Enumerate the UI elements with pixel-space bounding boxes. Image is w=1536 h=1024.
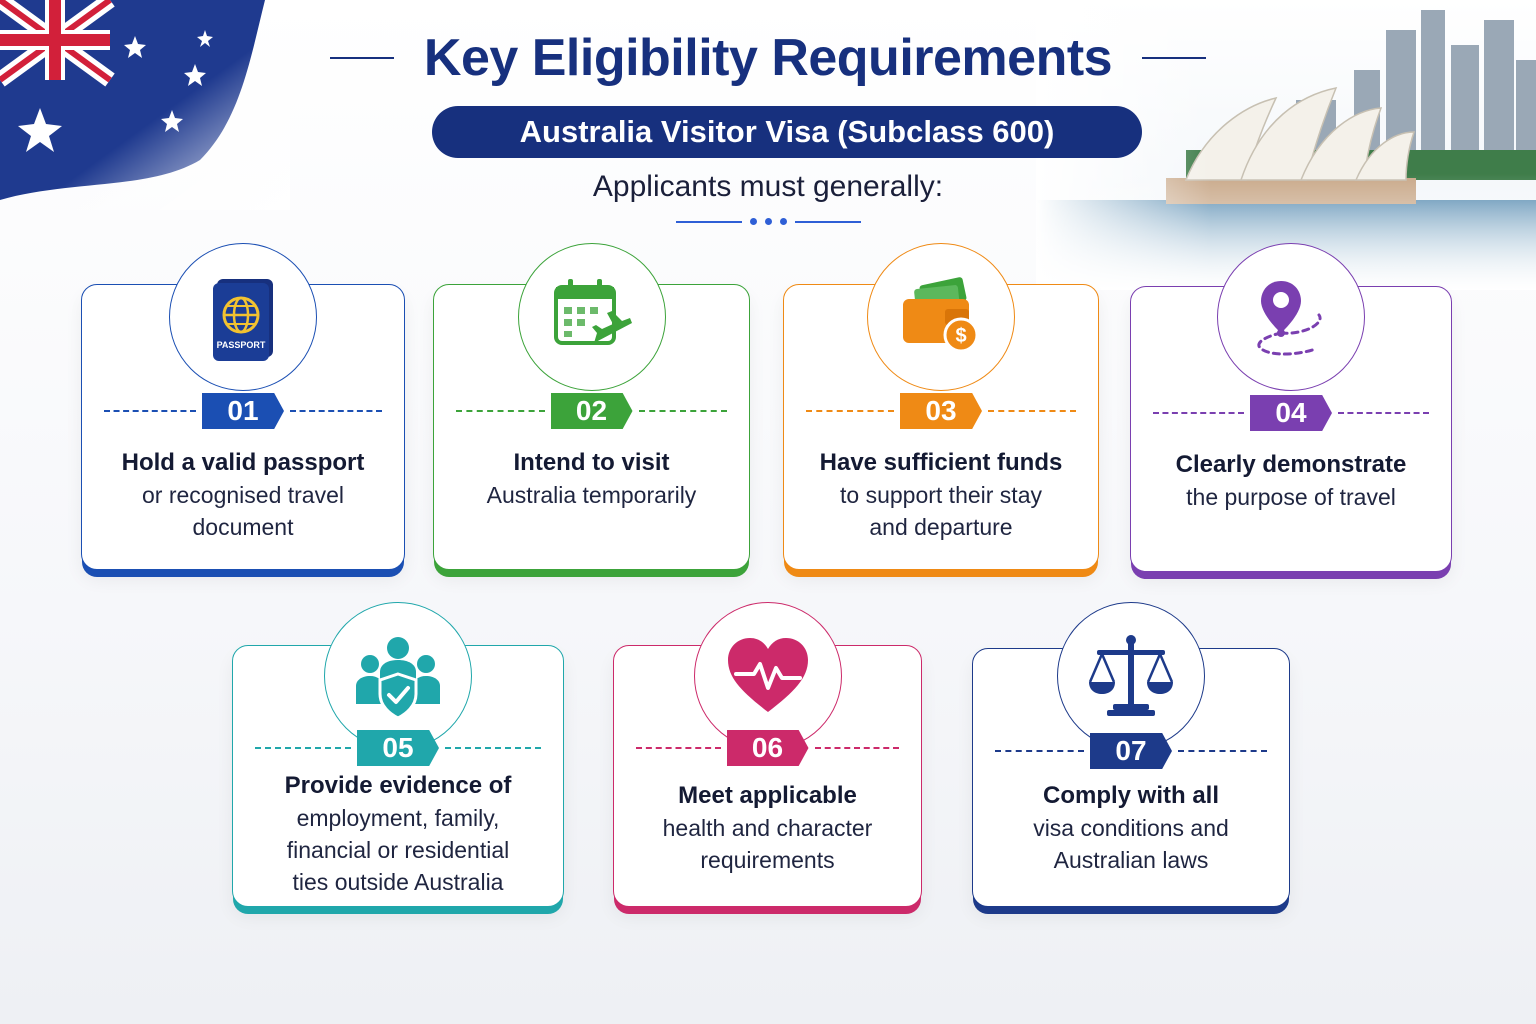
requirement-text: Clearly demonstrate the purpose of trave…: [1141, 449, 1441, 513]
wallet-money-icon: $: [903, 277, 979, 353]
wallet-money-icon-circle: $: [867, 243, 1015, 391]
requirement-body-line: requirements: [700, 847, 835, 873]
requirement-card-03: $ 03 Have sufficient funds to support th…: [783, 243, 1099, 570]
requirement-body-line: visa conditions and: [1033, 815, 1229, 841]
number-tag: 03: [900, 393, 982, 429]
passport-icon-circle: PASSPORT: [169, 243, 317, 391]
location-route-icon-circle: [1217, 243, 1365, 391]
flag-icon: [0, 0, 290, 210]
location-route-icon: [1257, 281, 1322, 356]
number-tag: 04: [1250, 395, 1332, 431]
requirement-heading: Meet applicable: [678, 782, 857, 809]
intro-divider: [0, 218, 1536, 225]
number-row: 06: [636, 730, 899, 766]
title-row: Key Eligibility Requirements: [0, 28, 1536, 88]
requirement-card-05: 05 Provide evidence of employment, famil…: [232, 602, 564, 907]
requirement-body-line: and departure: [869, 514, 1013, 540]
requirement-card-01: PASSPORT 01 Hold a valid passport or rec…: [81, 243, 405, 570]
calendar-plane-icon-circle: [517, 243, 666, 391]
requirement-body-line: employment, family,: [296, 805, 500, 831]
requirement-card-02: 02 Intend to visit Australia temporarily: [433, 243, 750, 570]
number-row: 07: [995, 733, 1267, 769]
family-shield-icon-circle: [324, 602, 472, 750]
sydney-skyline-decoration: [1036, 0, 1536, 290]
number-row: 02: [456, 393, 727, 429]
requirement-text: Comply with all visa conditions and Aust…: [983, 780, 1279, 876]
requirement-card-07: 07 Comply with all visa conditions and A…: [972, 602, 1290, 907]
requirement-text: Provide evidence of employment, family, …: [243, 770, 553, 898]
requirement-text: Hold a valid passport or recognised trav…: [92, 447, 394, 543]
number-tag: 06: [726, 730, 809, 766]
number-tag: 01: [202, 393, 284, 429]
requirement-body-line: or recognised travel: [142, 482, 344, 508]
number-row: 05: [255, 730, 541, 766]
requirement-text: Have sufficient funds to support their s…: [794, 447, 1088, 543]
requirement-body-line: Australian laws: [1053, 847, 1209, 873]
number-tag: 02: [550, 393, 633, 429]
requirement-heading: Have sufficient funds: [819, 449, 1063, 476]
requirement-card-04: 04 Clearly demonstrate the purpose of tr…: [1130, 243, 1452, 572]
requirement-body-line: Australia temporarily: [486, 482, 697, 508]
heart-pulse-icon-circle: [693, 602, 842, 750]
opera-house-icon: [1036, 0, 1536, 290]
number-row: 04: [1153, 395, 1429, 431]
calendar-plane-icon: [553, 279, 632, 345]
passport-label: PASSPORT: [217, 340, 266, 350]
requirement-body-line: health and character: [662, 815, 873, 841]
requirement-heading: Comply with all: [1042, 782, 1219, 809]
intro-text: Applicants must generally:: [592, 170, 944, 203]
number-tag: 07: [1090, 733, 1172, 769]
number-row: 03: [806, 393, 1076, 429]
requirement-heading: Intend to visit: [513, 449, 670, 476]
title-left-line: [329, 57, 394, 59]
subtitle-banner: Australia Visitor Visa (Subclass 600): [432, 106, 1142, 158]
scales-icon-circle: [1057, 602, 1205, 750]
requirement-body-line: to support their stay: [840, 482, 1042, 508]
requirement-body-line: ties outside Australia: [292, 869, 504, 895]
requirement-heading: Hold a valid passport: [121, 449, 365, 476]
number-row: 01: [104, 393, 382, 429]
svg-text:$: $: [955, 325, 966, 347]
requirement-body-line: document: [192, 514, 294, 540]
number-tag: 05: [357, 730, 439, 766]
requirement-heading: Provide evidence of: [284, 772, 512, 799]
passport-icon: PASSPORT: [213, 279, 273, 361]
family-shield-icon: [356, 637, 440, 720]
title-right-line: [1142, 57, 1207, 59]
requirement-text: Meet applicable health and character req…: [624, 780, 911, 876]
page-title: Key Eligibility Requirements: [423, 29, 1113, 87]
requirement-text: Intend to visit Australia temporarily: [444, 447, 739, 511]
heart-pulse-icon: [727, 638, 808, 712]
australian-flag-decoration: [0, 0, 290, 210]
scales-icon: [1088, 635, 1174, 716]
requirement-body-line: the purpose of travel: [1186, 484, 1396, 510]
requirement-body-line: financial or residential: [286, 837, 510, 863]
requirement-card-06: 06 Meet applicable health and character …: [613, 602, 922, 907]
requirement-heading: Clearly demonstrate: [1175, 451, 1407, 478]
